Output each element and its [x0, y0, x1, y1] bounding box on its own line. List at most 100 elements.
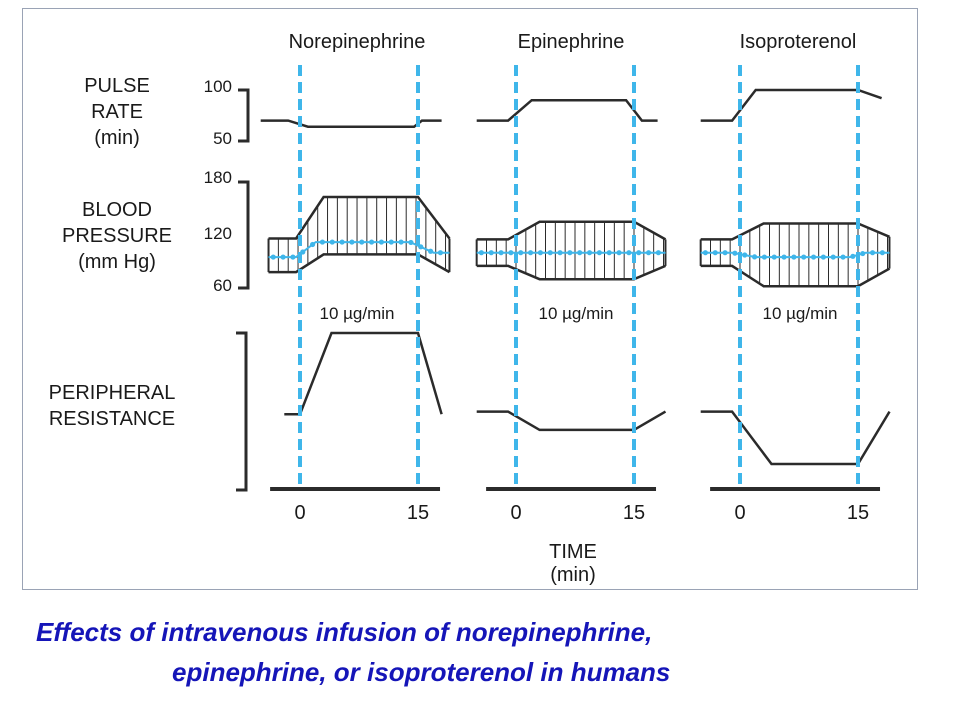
x-axis-label-2: (min)	[550, 564, 596, 586]
bp-mean-point-epinephrine	[518, 250, 524, 256]
pulse-axis-bracket	[238, 88, 250, 143]
x-tick-0-isoproterenol: 0	[734, 502, 745, 524]
bp-mean-point-isoproterenol	[810, 254, 817, 260]
bp-mean-point-norepinephrine	[398, 239, 404, 245]
bp-mean-point-epinephrine	[537, 250, 543, 256]
bp-diastolic-line-epinephrine	[476, 264, 666, 281]
bp-mean-point-epinephrine	[508, 250, 514, 256]
row-label-bp-2: PRESSURE	[62, 225, 172, 247]
bp-mean-point-epinephrine	[606, 250, 612, 256]
dose-label-isoproterenol: 10 µg/min	[763, 304, 838, 323]
panel-title-isoproterenol: Isoproterenol	[740, 31, 857, 53]
bp-mean-point-epinephrine	[616, 250, 622, 256]
bp-mean-point-epinephrine	[498, 250, 504, 256]
dose-label-norepinephrine: 10 µg/min	[320, 304, 395, 323]
bp-tick-180: 180	[204, 168, 232, 187]
row-label-bp-3: (mm Hg)	[78, 251, 156, 273]
bp-axis-bracket	[238, 180, 250, 290]
bp-mean-point-isoproterenol	[702, 250, 708, 256]
pr-line-isoproterenol	[700, 410, 891, 466]
panel-title-epinephrine: Epinephrine	[518, 31, 625, 53]
bp-mean-point-norepinephrine	[319, 239, 326, 245]
dose-label-epinephrine: 10 µg/min	[539, 304, 614, 323]
bp-systolic-line-norepinephrine	[268, 195, 451, 240]
bp-mean-point-epinephrine	[645, 250, 652, 256]
bp-mean-point-norepinephrine	[329, 239, 335, 245]
row-label-pulse-2: RATE	[91, 101, 143, 123]
bp-mean-point-norepinephrine	[378, 239, 385, 245]
bp-mean-point-epinephrine	[596, 250, 602, 256]
panel-title-norepinephrine: Norepinephrine	[289, 31, 426, 53]
bp-mean-point-epinephrine	[527, 250, 534, 256]
bp-mean-point-isoproterenol	[761, 254, 767, 260]
bp-mean-point-norepinephrine	[427, 248, 434, 254]
caption-line-1: Effects of intravenous infusion of norep…	[36, 617, 653, 647]
bp-mean-point-norepinephrine	[368, 239, 375, 245]
bp-mean-point-norepinephrine	[290, 254, 296, 260]
bp-mean-point-isoproterenol	[751, 254, 758, 260]
bp-mean-point-epinephrine	[567, 250, 573, 256]
x-axis-label-1: TIME	[549, 541, 597, 563]
bp-mean-point-epinephrine	[626, 250, 632, 256]
bp-mean-point-norepinephrine	[349, 239, 355, 245]
bp-mean-point-isoproterenol	[712, 250, 718, 256]
x-tick-15-isoproterenol: 15	[847, 502, 869, 524]
bp-mean-point-norepinephrine	[339, 239, 345, 245]
bp-mean-point-isoproterenol	[801, 254, 807, 260]
caption-line-2: epinephrine, or isoproterenol in humans	[172, 657, 671, 687]
figure-frame	[22, 8, 918, 590]
bp-mean-point-epinephrine	[586, 250, 593, 256]
bp-mean-point-isoproterenol	[722, 250, 728, 256]
bp-mean-point-isoproterenol	[869, 250, 876, 256]
bp-mean-point-norepinephrine	[408, 239, 414, 246]
bp-mean-point-norepinephrine	[280, 254, 286, 260]
bp-mean-point-norepinephrine	[359, 239, 365, 245]
pulse-line-isoproterenol	[700, 88, 883, 122]
pulse-line-epinephrine	[476, 98, 658, 122]
bp-mean-point-isoproterenol	[840, 254, 846, 260]
bp-mean-point-norepinephrine	[388, 239, 394, 245]
bp-diastolic-line-isoproterenol	[700, 264, 891, 288]
bp-mean-point-epinephrine	[636, 250, 642, 256]
bp-mean-point-isoproterenol	[732, 250, 738, 256]
pr-line-norepinephrine	[284, 331, 443, 416]
bp-mean-point-isoproterenol	[850, 253, 856, 259]
x-tick-15-epinephrine: 15	[623, 502, 645, 524]
bp-mean-point-epinephrine	[557, 250, 563, 256]
bp-mean-point-norepinephrine	[270, 254, 276, 260]
x-tick-0-epinephrine: 0	[510, 502, 521, 524]
bp-mean-point-isoproterenol	[791, 254, 797, 260]
pr-axis-bracket	[236, 331, 248, 492]
bp-mean-point-epinephrine	[478, 250, 484, 256]
pulse-tick-100: 100	[204, 77, 232, 96]
row-label-bp-1: BLOOD	[82, 199, 152, 221]
bp-tick-120: 120	[204, 224, 232, 243]
row-label-pr-1: PERIPHERAL	[49, 382, 176, 404]
row-label-pr-2: RESISTANCE	[49, 408, 175, 430]
x-tick-15-norepinephrine: 15	[407, 502, 429, 524]
bp-mean-point-isoproterenol	[742, 252, 748, 258]
bp-systolic-line-isoproterenol	[700, 222, 890, 241]
bp-mean-point-isoproterenol	[879, 250, 885, 256]
bp-mean-point-isoproterenol	[860, 250, 866, 257]
bp-systolic-line-epinephrine	[476, 220, 667, 241]
row-label-pulse-1: PULSE	[84, 75, 150, 97]
bp-mean-point-isoproterenol	[820, 254, 826, 260]
row-label-pulse-3: (min)	[94, 127, 140, 149]
pulse-tick-50: 50	[213, 129, 232, 148]
bp-mean-point-isoproterenol	[781, 254, 787, 260]
bp-mean-point-epinephrine	[547, 250, 553, 256]
pulse-line-norepinephrine	[260, 119, 442, 128]
bp-mean-point-epinephrine	[488, 250, 494, 256]
bp-mean-point-norepinephrine	[437, 250, 444, 256]
bp-mean-point-norepinephrine	[309, 241, 316, 248]
bp-mean-point-epinephrine	[577, 250, 583, 256]
bp-diastolic-line-norepinephrine	[268, 253, 451, 274]
bp-mean-point-epinephrine	[655, 250, 661, 256]
pr-line-epinephrine	[476, 410, 667, 432]
x-tick-0-norepinephrine: 0	[294, 502, 305, 524]
bp-mean-point-isoproterenol	[771, 254, 777, 260]
bp-tick-60: 60	[213, 276, 232, 295]
bp-mean-point-isoproterenol	[830, 254, 836, 260]
